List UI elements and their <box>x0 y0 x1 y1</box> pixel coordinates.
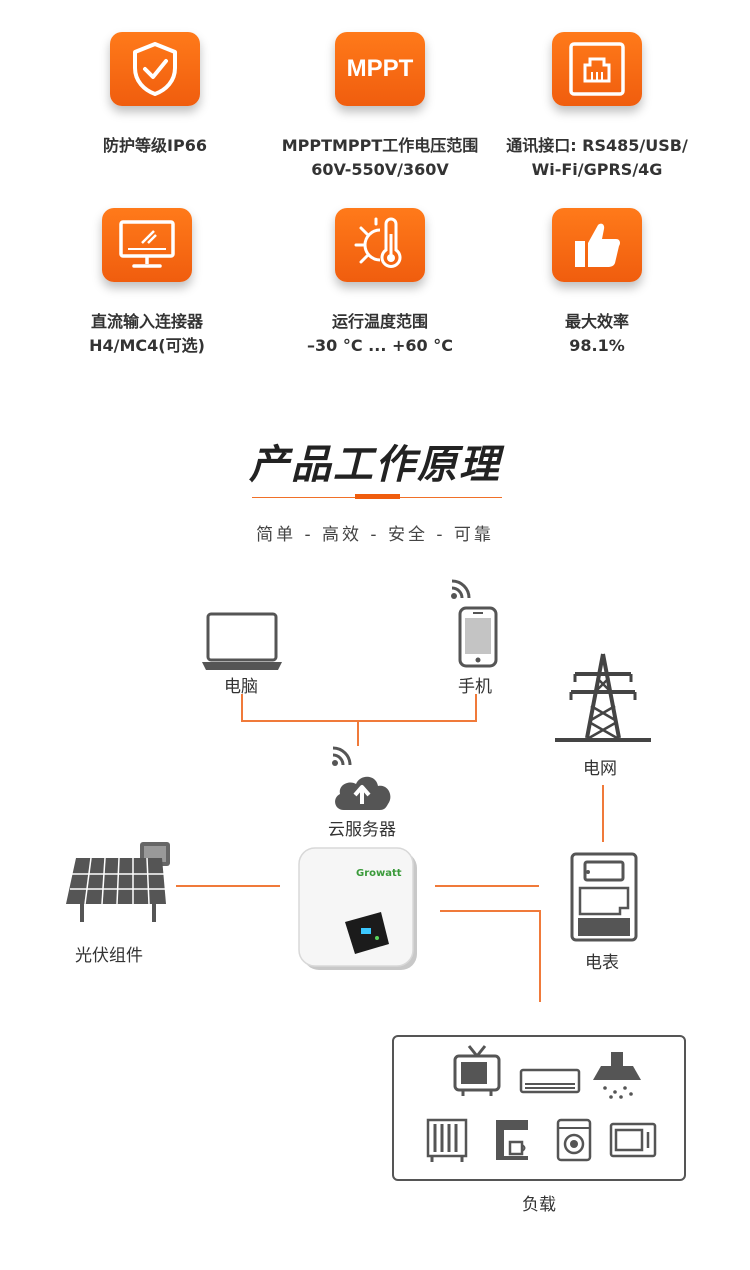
feature-dc-connector: 直流输入连接器 H4/MC4(可选) <box>32 208 262 358</box>
feature-line: –30 °C ... +60 °C <box>307 336 453 355</box>
oil-heater-icon <box>426 1116 468 1168</box>
feature-ip66-text: 防护等级IP66 <box>40 134 270 158</box>
thumbs-up-icon <box>552 208 642 282</box>
meter-label: 电表 <box>585 953 619 973</box>
feature-temperature-text: 运行温度范围 –30 °C ... +60 °C <box>265 310 495 358</box>
tv-icon <box>453 1044 501 1102</box>
solar-panel-icon <box>62 838 180 932</box>
feature-comm-text: 通讯接口: RS485/USB/ Wi-Fi/GPRS/4G <box>482 134 712 182</box>
feature-line: Wi-Fi/GPRS/4G <box>531 160 663 179</box>
feature-line: 直流输入连接器 <box>90 312 203 331</box>
ethernet-port-icon <box>552 32 642 106</box>
line-devices-bus <box>241 720 477 722</box>
computer-label: 电脑 <box>224 677 258 697</box>
section-title: 产品工作原理 <box>249 442 501 488</box>
pv-label: 光伏组件 <box>75 946 143 966</box>
line-phone-down <box>475 694 477 722</box>
line-bus-to-cloud <box>357 720 359 746</box>
line-grid-meter <box>602 785 604 842</box>
phone-icon <box>458 606 498 672</box>
feature-line: 60V-550V/360V <box>311 160 449 179</box>
grid-label: 电网 <box>583 759 617 779</box>
electric-meter-icon <box>570 852 638 946</box>
feature-line: 98.1% <box>569 336 625 355</box>
feature-efficiency-text: 最大效率 98.1% <box>482 310 712 358</box>
air-conditioner-icon <box>519 1068 581 1098</box>
inverter-brand-label: Growatt <box>356 868 402 879</box>
power-tower-icon <box>553 652 653 748</box>
feature-line: 防护等级IP66 <box>103 136 207 155</box>
feature-temperature: 运行温度范围 –30 °C ... +60 °C <box>265 208 495 358</box>
feature-efficiency: 最大效率 98.1% <box>482 208 712 358</box>
cloud-label: 云服务器 <box>328 820 396 840</box>
phone-label: 手机 <box>458 677 492 697</box>
feature-dc-connector-text: 直流输入连接器 H4/MC4(可选) <box>32 310 262 358</box>
load-label: 负载 <box>522 1195 556 1215</box>
cloud-upload-icon <box>330 770 394 816</box>
feature-mppt-text: MPPTMPPT工作电压范围 60V-550V/360V <box>265 134 495 182</box>
load-box <box>392 1035 686 1181</box>
monitor-icon <box>102 208 192 282</box>
mppt-icon: MPPT <box>335 32 425 106</box>
feature-line: MPPTMPPT工作电压范围 <box>281 136 479 155</box>
line-inverter-meter <box>435 885 539 887</box>
line-computer-down <box>241 694 243 722</box>
feature-ip66: 防护等级IP66 <box>40 32 270 158</box>
line-inverter-load-h <box>440 910 540 912</box>
line-pv-inverter <box>176 885 280 887</box>
feature-line: 最大效率 <box>564 312 629 331</box>
feature-mppt: MPPT MPPTMPPT工作电压范围 60V-550V/360V <box>265 32 495 182</box>
feature-comm: 通讯接口: RS485/USB/ Wi-Fi/GPRS/4G <box>482 32 712 182</box>
mppt-icon-text: MPPT <box>346 55 414 82</box>
thermometer-sun-icon <box>335 208 425 282</box>
shield-check-icon <box>110 32 200 106</box>
wifi-icon <box>330 746 352 772</box>
coffee-machine-icon <box>492 1118 532 1166</box>
title-divider-accent <box>355 494 400 499</box>
laptop-icon <box>200 612 284 676</box>
wifi-icon <box>449 579 471 605</box>
washing-machine-icon <box>556 1118 592 1166</box>
range-hood-icon <box>591 1050 643 1104</box>
microwave-icon <box>609 1122 657 1162</box>
inverter-device <box>297 846 421 976</box>
section-subtitle: 简单 - 高效 - 安全 - 可靠 <box>256 525 494 545</box>
feature-line: 通讯接口: RS485/USB/ <box>506 136 688 155</box>
feature-line: 运行温度范围 <box>331 312 428 331</box>
feature-line: H4/MC4(可选) <box>89 336 205 355</box>
line-inverter-load-v <box>539 910 541 1002</box>
